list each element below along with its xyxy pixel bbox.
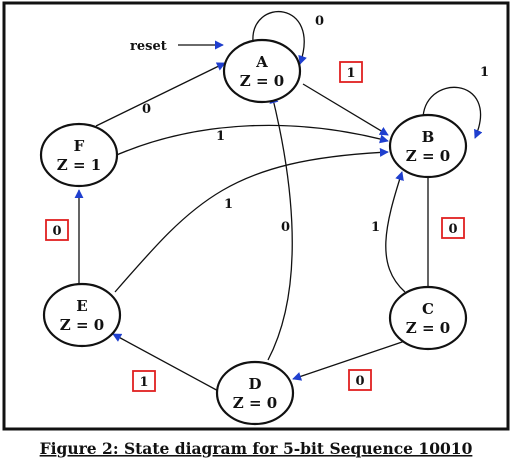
state-node-b: B Z = 0 [388,113,468,179]
edge-f-a [95,62,226,127]
state-node-e: E Z = 0 [42,282,122,348]
edge-c-d [292,340,406,381]
state-circle [215,360,295,426]
state-output: Z = 1 [57,156,101,174]
state-name: D [248,375,261,393]
edge-label-c-d: 0 [355,374,364,389]
edge-d-a [267,94,293,361]
transition-edges [74,10,483,394]
edge-b-b [422,86,483,139]
edge-c-b [385,171,406,293]
state-circle [42,282,122,348]
edge-label-f-b: 1 [216,129,225,144]
edge-d-e [112,333,223,394]
state-node-c: C Z = 0 [388,285,468,351]
edge-label-e-b: 1 [224,197,233,212]
state-circle [39,122,119,188]
state-output: Z = 0 [233,394,277,412]
edge-box-a-b [339,61,363,83]
state-output: Z = 0 [406,147,450,165]
state-output: Z = 0 [240,72,284,90]
edge-label-a-b: 1 [346,66,355,81]
edge-label-b-c: 0 [448,222,457,237]
edge-box-d-e [132,370,156,392]
state-circle [222,38,302,104]
edge-a-a [252,10,307,65]
state-name: C [422,300,434,318]
state-node-f: F Z = 1 [39,122,119,188]
edge-box-b-c [441,217,465,239]
edge-e-b [114,147,389,293]
edge-label-d-a: 0 [281,220,290,235]
transition-labels: 0 1 1 0 1 0 0 1 1 0 0 1 [45,14,489,392]
state-name: B [422,128,435,146]
state-circle [388,113,468,179]
edge-a-b [302,83,389,136]
figure-frame [2,1,510,431]
state-output: Z = 0 [60,316,104,334]
edge-label-d-e: 1 [139,375,148,390]
state-output: Z = 0 [406,319,450,337]
state-name: F [74,137,85,155]
edge-box-e-f [45,219,69,241]
state-node-d: D Z = 0 [215,360,295,426]
edge-box-c-d [348,369,372,391]
edge-label-f-a: 0 [142,102,151,117]
edge-label-a-a: 0 [315,14,324,29]
state-circle [388,285,468,351]
state-node-a: A Z = 0 [222,38,302,104]
reset-label: reset [130,39,167,54]
figure-caption: Figure 2: State diagram for 5-bit Sequen… [40,439,473,458]
state-name: E [76,297,87,315]
edge-label-b-b: 1 [480,65,489,80]
edge-f-b [111,124,389,158]
edge-label-e-f: 0 [52,224,61,239]
state-name: A [255,53,268,71]
edge-label-c-b: 1 [371,220,380,235]
